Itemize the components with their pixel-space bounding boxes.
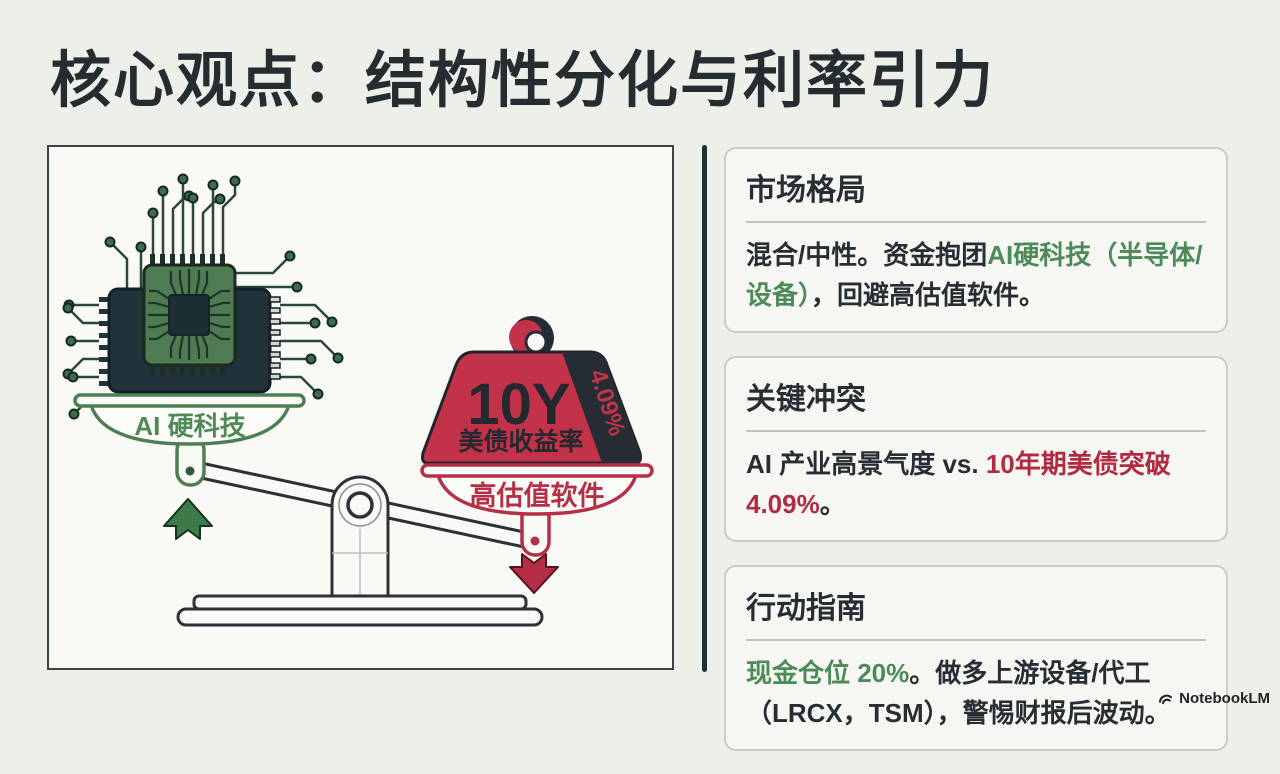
- text-segment: AI 产业高景气度 vs.: [746, 449, 986, 480]
- left-pan: AI 硬科技: [73, 393, 306, 487]
- text-segment: 混合/中性。资金抱团: [746, 240, 988, 270]
- chip-front: [142, 254, 237, 375]
- notebooklm-logo-icon: [1159, 694, 1173, 705]
- right-pan-label: 高估值软件: [470, 480, 605, 511]
- card-title: 行动指南: [746, 592, 866, 626]
- circuit-traces: [70, 183, 336, 412]
- card-divider: [746, 430, 1206, 433]
- card-body: 现金仓位 20%。做多上游设备/代工（LRCX，TSM），警惕财报后波动。: [746, 653, 1206, 733]
- text-segment: ，回避高估值软件。: [811, 280, 1046, 311]
- card-key-conflict: 关键冲突 AI 产业高景气度 vs. 10年期美债突破4.09%。: [724, 356, 1228, 543]
- card-divider: [746, 221, 1206, 223]
- down-arrow-icon: [509, 553, 559, 594]
- balance-scale-diagram: AI 硬科技 10Y 美债收益率 4.09%: [62, 173, 654, 627]
- watermark-label: NotebookLM: [1179, 690, 1270, 707]
- weight-label-10y: 10Y: [467, 372, 570, 437]
- text-segment-green: AI硬科技（半导体/设备）: [746, 240, 1203, 311]
- balance-fulcrum: [330, 475, 390, 601]
- card-market-structure: 市场格局 混合/中性。资金抱团AI硬科技（半导体/设备），回避高估值软件。: [724, 147, 1228, 334]
- chip-core: [168, 294, 210, 336]
- text-segment-red: 10年期美债突破4.09%: [746, 449, 1171, 520]
- weight-dark-side: [562, 352, 641, 463]
- summary-cards: 市场格局 混合/中性。资金抱团AI硬科技（半导体/设备），回避高估值软件。 关键…: [724, 147, 1228, 774]
- card-divider: [746, 639, 1206, 642]
- card-title: 关键冲突: [746, 383, 866, 417]
- right-pan: 高估值软件: [420, 463, 654, 546]
- left-pan-label: AI 硬科技: [134, 411, 245, 441]
- circuit-nodes: [62, 173, 344, 420]
- weight-label-yield: 美债收益率: [458, 427, 583, 456]
- slide: 核心观点：结构性分化与利率引力: [47, 46, 1270, 752]
- card-body: AI 产业高景气度 vs. 10年期美债突破4.09%。: [746, 444, 1206, 524]
- text-segment: 。: [819, 489, 846, 520]
- text-segment-green: 现金仓位 20%: [746, 658, 910, 689]
- card-body: 混合/中性。资金抱团AI硬科技（半导体/设备），回避高估值软件。: [746, 235, 1206, 315]
- card-title: 市场格局: [746, 174, 866, 207]
- card-action-guide: 行动指南 现金仓位 20%。做多上游设备/代工（LRCX，TSM），警惕财报后波…: [724, 565, 1228, 752]
- vertical-divider: [702, 145, 707, 672]
- scale-base: [176, 594, 544, 627]
- watermark: NotebookLM: [1157, 690, 1270, 707]
- pivot-hole: [346, 491, 374, 519]
- balance-illustration-panel: AI 硬科技 10Y 美债收益率 4.09%: [47, 145, 674, 670]
- weight-10y: 10Y 美债收益率 4.09%: [421, 316, 642, 465]
- up-arrow-icon: [163, 498, 213, 540]
- page-title: 核心观点：结构性分化与利率引力: [50, 46, 996, 114]
